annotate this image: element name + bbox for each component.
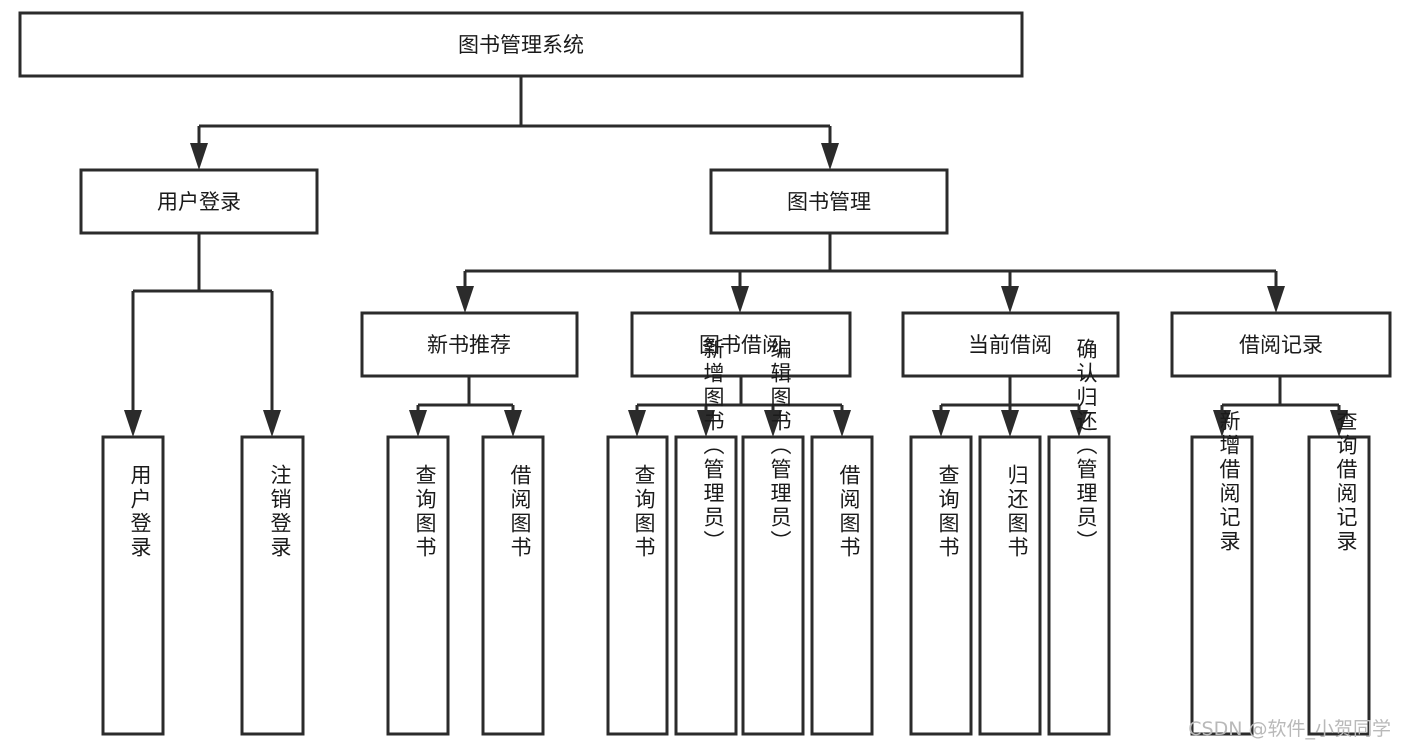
arrow-head-leaf-borrow-book-2 bbox=[833, 410, 851, 437]
node-leaf-query-book-2[interactable]: 查询图书 bbox=[606, 435, 669, 736]
node-leaf-add-book-box[interactable] bbox=[674, 435, 738, 736]
node-leaf-borrow-book-1-label: 借阅图书 bbox=[508, 464, 532, 560]
arrow-head-leaf-query-book-3 bbox=[932, 410, 950, 437]
arrow-head-new-book-rec bbox=[456, 286, 474, 313]
node-leaf-add-book[interactable]: 新增图书（管理员） bbox=[674, 338, 738, 736]
node-leaf-query-book-1[interactable]: 查询图书 bbox=[386, 435, 450, 736]
node-leaf-add-record-label: 新增借阅记录 bbox=[1217, 410, 1241, 554]
node-leaf-query-book-3-box[interactable] bbox=[909, 435, 973, 736]
node-book-manage-label: 图书管理 bbox=[787, 190, 871, 214]
arrow-head-leaf-query-record bbox=[1330, 410, 1348, 437]
node-leaf-query-book-3-label: 查询图书 bbox=[936, 464, 960, 560]
node-leaf-query-book-1-label: 查询图书 bbox=[413, 464, 437, 560]
node-new-book-recommend[interactable]: 新书推荐 bbox=[360, 311, 579, 378]
node-book-borrow[interactable]: 图书借阅 bbox=[630, 311, 852, 378]
arrow-head-leaf-add-book bbox=[697, 410, 715, 437]
node-current-borrow-label: 当前借阅 bbox=[968, 333, 1052, 357]
node-leaf-borrow-book-2-label: 借阅图书 bbox=[837, 464, 861, 560]
node-leaf-user-login-label: 用户登录 bbox=[128, 464, 152, 560]
node-leaf-edit-book[interactable]: 编辑图书（管理员） bbox=[741, 338, 805, 736]
node-book-borrow-box[interactable] bbox=[630, 311, 852, 378]
node-root-label: 图书管理系统 bbox=[458, 33, 584, 57]
node-leaf-borrow-book-1[interactable]: 借阅图书 bbox=[481, 435, 545, 736]
node-user-login[interactable]: 用户登录 bbox=[79, 168, 319, 235]
arrow-head-leaf-borrow-book-1 bbox=[504, 410, 522, 437]
node-leaf-add-book-label: 新增图书（管理员） bbox=[701, 338, 725, 554]
node-leaf-logout[interactable]: 注销登录 bbox=[240, 435, 305, 736]
node-user-login-label: 用户登录 bbox=[157, 190, 241, 214]
node-leaf-return-book-box[interactable] bbox=[978, 435, 1042, 736]
node-book-manage-box[interactable] bbox=[709, 168, 949, 235]
node-leaf-user-login[interactable]: 用户登录 bbox=[101, 435, 165, 736]
node-current-borrow[interactable]: 当前借阅 bbox=[901, 311, 1120, 378]
node-leaf-logout-box[interactable] bbox=[240, 435, 305, 736]
arrow-head-borrow-record bbox=[1267, 286, 1285, 313]
arrow-head-leaf-query-book-1 bbox=[409, 410, 427, 437]
arrow-head-leaf-query-book-2 bbox=[628, 410, 646, 437]
node-book-borrow-label: 图书借阅 bbox=[699, 333, 783, 357]
node-leaf-user-login-box[interactable] bbox=[101, 435, 165, 736]
node-leaf-query-book-2-label: 查询图书 bbox=[632, 464, 656, 560]
node-leaf-confirm-return-box[interactable] bbox=[1047, 435, 1111, 736]
node-leaf-confirm-return-label: 确认归还（管理员） bbox=[1074, 338, 1098, 554]
node-new-book-recommend-label: 新书推荐 bbox=[427, 333, 511, 357]
arrow-head-leaf-user-login bbox=[124, 410, 142, 437]
node-leaf-return-book[interactable]: 归还图书 bbox=[978, 435, 1042, 736]
arrow-head-leaf-edit-book bbox=[764, 410, 782, 437]
arrow-head-leaf-confirm-return bbox=[1070, 410, 1088, 437]
node-current-borrow-box[interactable] bbox=[901, 311, 1120, 378]
node-leaf-query-book-3[interactable]: 查询图书 bbox=[909, 435, 973, 736]
node-leaf-query-book-2-box[interactable] bbox=[606, 435, 669, 736]
node-borrow-record-label: 借阅记录 bbox=[1239, 333, 1323, 357]
arrow-head-book-borrow bbox=[731, 286, 749, 313]
node-root-box[interactable] bbox=[18, 11, 1024, 78]
arrow-head-leaf-logout bbox=[263, 410, 281, 437]
node-leaf-borrow-book-2-box[interactable] bbox=[810, 435, 874, 736]
connector-layer bbox=[124, 76, 1348, 437]
node-borrow-record-box[interactable] bbox=[1170, 311, 1392, 378]
arrow-head-leaf-add-record bbox=[1213, 410, 1231, 437]
node-leaf-edit-book-label: 编辑图书（管理员） bbox=[768, 338, 792, 554]
node-leaf-return-book-label: 归还图书 bbox=[1005, 464, 1029, 560]
node-leaf-query-record-label: 查询借阅记录 bbox=[1334, 410, 1358, 554]
arrow-head-leaf-return-book bbox=[1001, 410, 1019, 437]
node-root[interactable]: 图书管理系统 bbox=[18, 11, 1024, 78]
node-leaf-add-record-box[interactable] bbox=[1190, 435, 1254, 736]
arrow-head-book-manage bbox=[821, 143, 839, 170]
node-new-book-recommend-box[interactable] bbox=[360, 311, 579, 378]
node-leaf-add-record[interactable]: 新增借阅记录 bbox=[1190, 410, 1254, 736]
node-leaf-confirm-return[interactable]: 确认归还（管理员） bbox=[1047, 338, 1111, 736]
arrow-head-current-borrow bbox=[1001, 286, 1019, 313]
node-leaf-borrow-book-1-box[interactable] bbox=[481, 435, 545, 736]
node-leaf-edit-book-box[interactable] bbox=[741, 435, 805, 736]
node-leaf-query-record-box[interactable] bbox=[1307, 435, 1371, 736]
node-user-login-box[interactable] bbox=[79, 168, 319, 235]
node-borrow-record[interactable]: 借阅记录 bbox=[1170, 311, 1392, 378]
node-leaf-borrow-book-2[interactable]: 借阅图书 bbox=[810, 435, 874, 736]
node-leaf-logout-label: 注销登录 bbox=[268, 464, 292, 560]
node-leaf-query-record[interactable]: 查询借阅记录 bbox=[1307, 410, 1371, 736]
node-leaf-query-book-1-box[interactable] bbox=[386, 435, 450, 736]
arrow-head-user-login bbox=[190, 143, 208, 170]
node-book-manage[interactable]: 图书管理 bbox=[709, 168, 949, 235]
